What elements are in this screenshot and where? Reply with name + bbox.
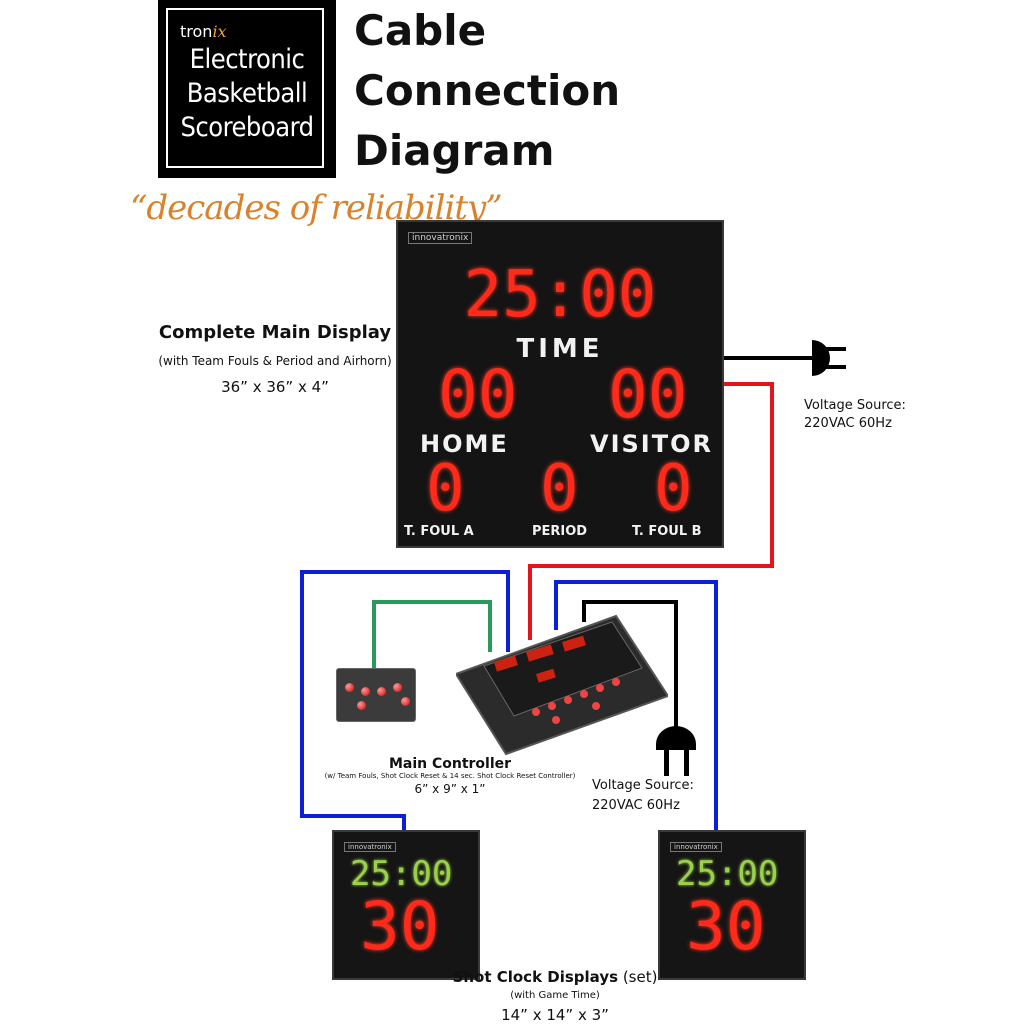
- logo-line-3: Scoreboard: [180, 112, 314, 143]
- main-display: innovatronix 25:00 TIME 00 00 HOME VISIT…: [396, 220, 724, 548]
- logo-box: tronix Electronic Basketball Scoreboard: [158, 0, 336, 178]
- foul-b-label: T. FOUL B: [632, 524, 702, 539]
- main-controller: [454, 612, 670, 756]
- period-value: 0: [540, 452, 579, 526]
- voltage-mid-line2: 220VAC 60Hz: [592, 798, 680, 813]
- blue-cable-left: [300, 570, 510, 832]
- red-cable: [528, 382, 774, 640]
- home-label: HOME: [420, 430, 509, 458]
- visitor-score: 00: [608, 356, 688, 433]
- green-cable: [372, 600, 492, 668]
- plug-right-icon: [812, 340, 846, 376]
- title-line-3: Diagram: [354, 126, 555, 175]
- title-line-2: Connection: [354, 66, 621, 115]
- shot-clock-left-brand: innovatronix: [344, 842, 396, 852]
- main-time-value: 25:00: [463, 258, 657, 332]
- foul-b-value: 0: [654, 452, 693, 526]
- power-cable-mid: [582, 600, 678, 740]
- shot-clock-sublabel: (with Game Time): [510, 990, 600, 1001]
- voltage-top-line1: Voltage Source:: [804, 398, 906, 413]
- shot-clock-left: innovatronix 25:00 30: [332, 830, 480, 980]
- main-time-label: TIME: [516, 334, 604, 364]
- controller-dimensions: 6” x 9” x 1”: [414, 782, 486, 796]
- shot-clock-right: innovatronix 25:00 30: [658, 830, 806, 980]
- main-controller-shape: [454, 614, 670, 756]
- logo-border: [166, 8, 324, 168]
- main-display-brand: innovatronix: [408, 232, 473, 244]
- controller-sublabel: (w/ Team Fouls, Shot Clock Reset & 14 se…: [324, 772, 576, 780]
- shot-clock-right-game-time: 25:00: [676, 854, 779, 894]
- home-score: 00: [438, 356, 518, 433]
- shot-clock-label: Shot Clock Displays (set): [452, 968, 658, 986]
- main-display-label: Complete Main Display: [158, 322, 392, 343]
- period-label: PERIOD: [532, 524, 588, 539]
- plug-down-icon: [656, 726, 696, 776]
- logo-line-2: Basketball: [186, 78, 308, 109]
- foul-a-label: T. FOUL A: [404, 524, 474, 539]
- blue-cable-right: [554, 580, 718, 830]
- shot-clock-right-value: 30: [686, 888, 766, 965]
- logo-brand: tronix: [180, 22, 227, 41]
- shot-clock-dimensions: 14” x 14” x 3”: [501, 1006, 609, 1024]
- shot-clock-left-value: 30: [360, 888, 440, 965]
- shot-clock-right-brand: innovatronix: [670, 842, 722, 852]
- foul-a-value: 0: [426, 452, 465, 526]
- voltage-top-line2: 220VAC 60Hz: [804, 416, 892, 431]
- visitor-label: VISITOR: [590, 430, 713, 458]
- controller-label: Main Controller: [388, 756, 512, 772]
- shot-clock-reset-remote: [336, 668, 416, 722]
- main-display-dimensions: 36” x 36” x 4”: [221, 378, 329, 396]
- title-line-1: Cable: [354, 6, 487, 55]
- main-display-sublabel: (with Team Fouls & Period and Airhorn): [158, 354, 392, 368]
- shot-clock-left-game-time: 25:00: [350, 854, 453, 894]
- voltage-mid-line1: Voltage Source:: [592, 778, 694, 793]
- logo-line-1: Electronic: [189, 44, 305, 75]
